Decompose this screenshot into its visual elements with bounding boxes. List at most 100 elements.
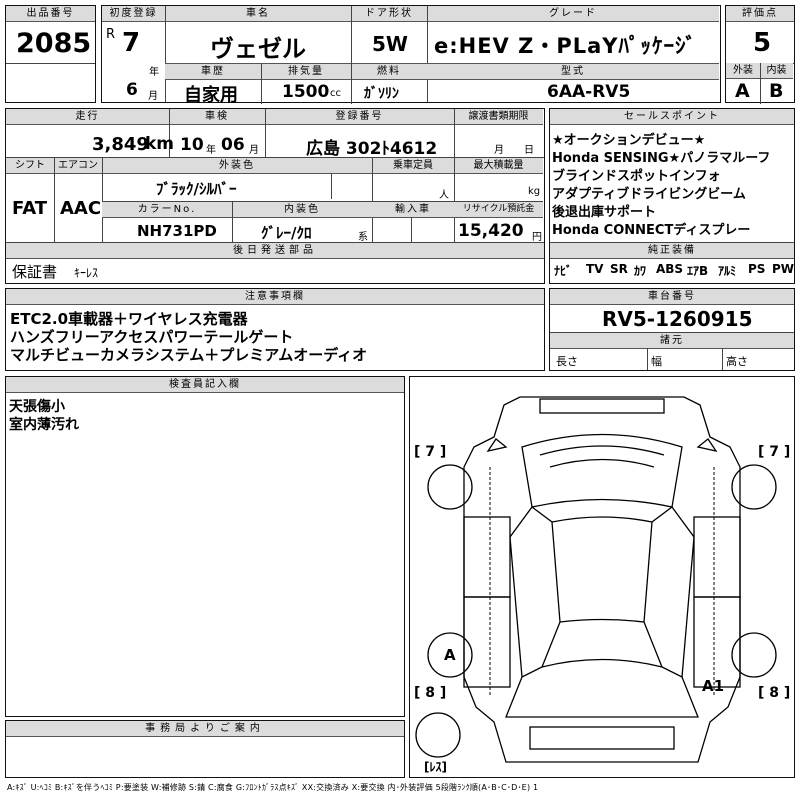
roof	[521, 433, 683, 508]
reg-no-value: 広島 302ﾄ4612	[306, 139, 438, 159]
aircon-value: AAC	[60, 198, 102, 219]
wheel-front-left	[427, 464, 473, 510]
int-color-label: 内装色	[232, 202, 372, 218]
equipment-item: PS	[748, 262, 766, 276]
first-reg-year: 7	[122, 28, 141, 58]
interior-value: B	[769, 80, 784, 102]
later-parts-extra: ｷｰﾚｽ	[74, 266, 99, 280]
fuel-label: 燃料	[351, 63, 427, 80]
reg-no-label: 登録番号	[265, 109, 454, 125]
model-label: 型式	[427, 63, 719, 80]
sales-box: セールスポイント ★オークションデビュー★ Honda SENSING★パノラマ…	[549, 108, 795, 284]
transfer-day-unit: 日	[524, 145, 534, 156]
later-parts-label: 後日発送部品	[6, 243, 544, 259]
sales-label: セールスポイント	[550, 109, 794, 125]
int-color-unit: 系	[358, 232, 368, 243]
dims-width: 幅	[651, 355, 662, 368]
inspection-month-unit: 月	[249, 145, 259, 156]
office-label: 事務局よりご案内	[6, 721, 404, 737]
equipment-item: PW	[772, 262, 795, 276]
score-box: 評価点 5 外装 内装 A B	[725, 5, 795, 104]
first-reg-year-unit: 年	[149, 67, 159, 78]
recycle-label: リサイクル預託金	[454, 202, 543, 218]
max-load-unit: kg	[528, 186, 541, 197]
spare-mark: [ﾚｽ]	[424, 760, 447, 774]
equipment-item: TV	[586, 262, 604, 276]
color-no-label: カラーNo.	[102, 202, 232, 218]
first-reg-era: R	[106, 27, 116, 42]
right-door-front	[693, 516, 741, 598]
displacement-value: 1500	[282, 82, 330, 102]
car-diagram: [ 7 ] [ 7 ] [ 8 ] [ 8 ] [ﾚｽ] A A1	[414, 396, 790, 774]
lot-label: 出品番号	[6, 6, 95, 22]
equipment-item: ﾅﾋﾞ	[554, 264, 573, 278]
notes-line: ハンズフリーアクセスパワーテールゲート	[10, 328, 294, 346]
inspection-label: 車検	[169, 109, 265, 125]
grade-label: グレード	[427, 6, 719, 22]
spec-box: 初度登録 車名 ドア形状 グレード R 7 年 6 月 ヴェゼル 5W e:HE…	[101, 5, 721, 106]
dims-label: 諸元	[550, 333, 794, 349]
model-value: 6AA-RV5	[547, 82, 631, 102]
grade-value: e:HEV Z・PLaYﾊﾟｯｹｰｼﾞ	[434, 34, 698, 58]
notes-box: 注意事項欄 ETC2.0車載器＋ワイヤレス充電器 ハンズフリーアクセスパワーテー…	[5, 288, 545, 371]
ext-color-value: ﾌﾞﾗｯｸ/ｼﾙﾊﾞｰ	[156, 180, 237, 198]
aircon-label: エアコン	[54, 158, 102, 174]
later-parts-value: 保証書	[12, 263, 58, 281]
lot-box: 出品番号 2085	[5, 5, 96, 103]
dims-length: 長さ	[556, 355, 578, 368]
sales-line: アダプティブドライビングビーム	[552, 187, 746, 202]
first-reg-month: 6	[126, 80, 138, 100]
inspection-year: 10	[180, 135, 204, 155]
wheel-rear-left	[427, 632, 473, 678]
left-door-front	[463, 516, 511, 598]
exterior-label: 外装	[726, 63, 760, 79]
exterior-value: A	[735, 80, 750, 102]
wheel-rear-right	[731, 632, 777, 678]
sales-line: Honda SENSING★パノラマルーフ	[552, 151, 771, 166]
interior-label: 内装	[760, 63, 793, 79]
int-color-value: ｸﾞﾚｰ/ｸﾛ	[261, 224, 312, 242]
door-value: 5W	[372, 32, 408, 56]
score-label: 評価点	[726, 6, 794, 22]
inspection-year-unit: 年	[206, 145, 216, 156]
office-box: 事務局よりご案内	[5, 720, 405, 778]
door-label: ドア形状	[351, 6, 427, 22]
notes-line: ETC2.0車載器＋ワイヤレス充電器	[10, 310, 248, 328]
car-name-label: 車名	[165, 6, 351, 22]
lot-number: 2085	[16, 28, 92, 59]
transfer-month-unit: 月	[494, 145, 504, 156]
history-value: 自家用	[184, 85, 238, 106]
inspection-month: 06	[221, 135, 245, 155]
ext-color-label: 外装色	[102, 158, 372, 174]
recycle-value: 15,420	[458, 221, 524, 241]
mileage-label: 走行	[6, 109, 169, 125]
mileage-unit: km	[145, 134, 175, 154]
spare-tire	[415, 712, 461, 758]
transfer-label: 譲渡書類期限	[454, 109, 543, 125]
panel-mark: [ 7 ]	[414, 444, 446, 460]
score-value: 5	[753, 28, 772, 58]
equipment-label: 純正装備	[550, 243, 794, 259]
chassis-label: 車台番号	[550, 289, 794, 305]
equipment-item: ABS	[656, 262, 684, 276]
wheel-front-right	[731, 464, 777, 510]
panel-mark: [ 8 ]	[414, 685, 446, 701]
capacity-label: 乗車定員	[372, 158, 454, 174]
car-diagram-box: [ 7 ] [ 7 ] [ 8 ] [ 8 ] [ﾚｽ] A A1	[409, 376, 795, 778]
notes-label: 注意事項欄	[6, 289, 544, 305]
right-door-rear	[693, 596, 741, 688]
left-door-rear	[463, 596, 511, 688]
cabin	[509, 506, 561, 679]
inspector-label: 検査員記入欄	[6, 377, 404, 393]
panel-mark: [ 7 ]	[758, 444, 790, 460]
equipment-item: ｶﾜ	[634, 264, 647, 278]
sales-line: 後退出庫サポート	[552, 205, 657, 220]
color-no-value: NH731PD	[137, 222, 217, 240]
chassis-box: 車台番号 RV5-1260915 諸元 長さ 幅 高さ	[549, 288, 795, 371]
capacity-unit: 人	[439, 190, 449, 201]
notes-line: マルチビューカメラシステム＋プレミアムオーディオ	[10, 346, 368, 364]
recycle-unit: 円	[532, 232, 542, 243]
inspector-line: 室内薄汚れ	[9, 417, 79, 433]
car-outline	[463, 396, 741, 763]
dims-height: 高さ	[726, 355, 748, 368]
